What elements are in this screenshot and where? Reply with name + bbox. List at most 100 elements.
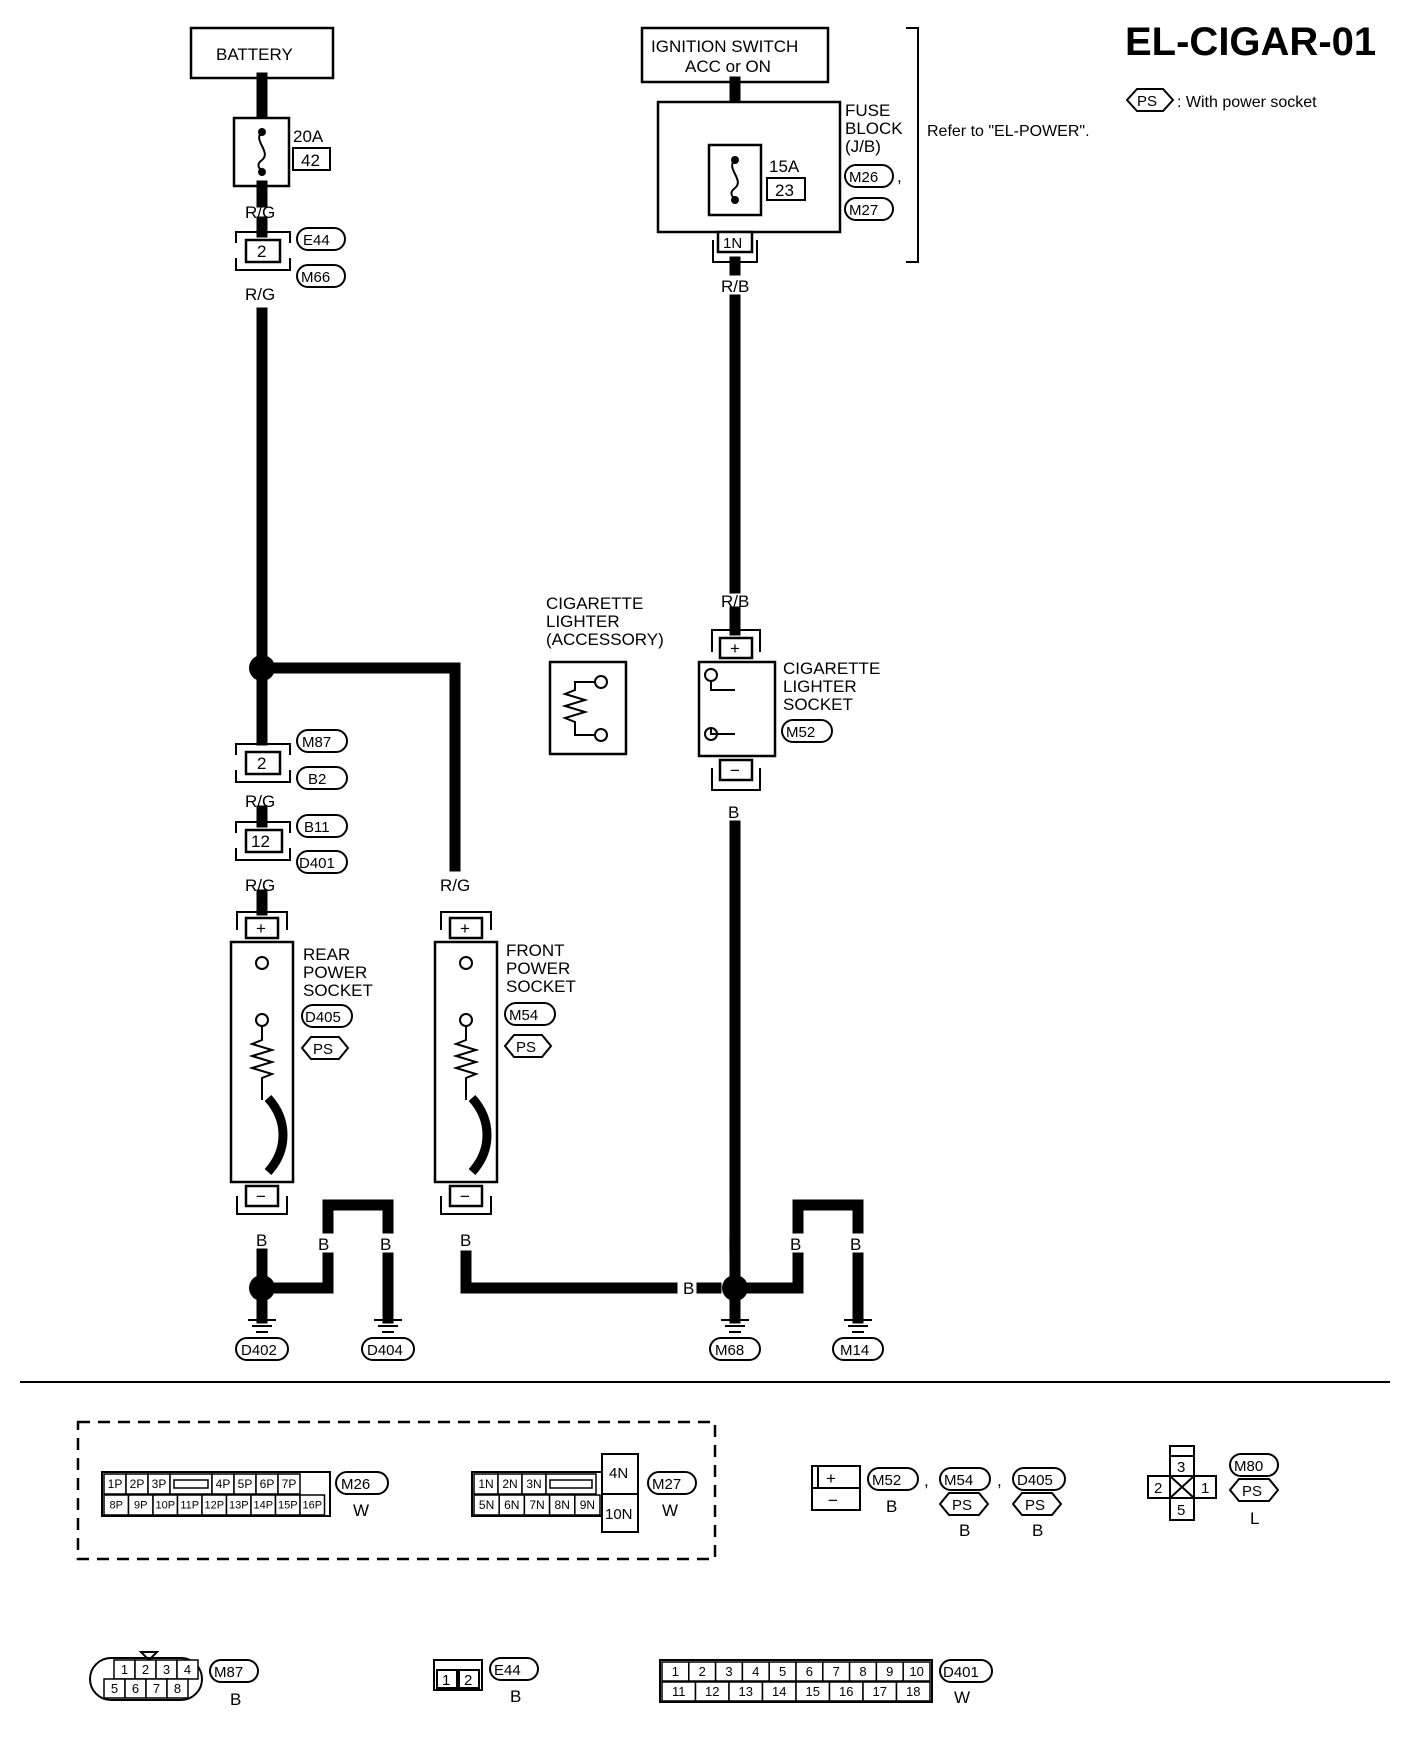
- rear-label-2: POWER: [303, 963, 367, 982]
- lighter-acc-label-1: CIGARETTE: [546, 594, 643, 613]
- wire-label: R/G: [245, 876, 275, 895]
- m87-color: B: [230, 1690, 241, 1709]
- m26-pin: 5P: [238, 1477, 253, 1491]
- fuse-block-label-1: FUSE: [845, 101, 890, 120]
- m26-pin: 8P: [110, 1500, 123, 1512]
- m80-pin: 5: [1177, 1502, 1185, 1519]
- d401-pin: 9: [886, 1664, 893, 1679]
- m87-pin: 6: [132, 1681, 139, 1696]
- ground-m68: M68: [715, 1342, 744, 1359]
- d401-pin: 3: [725, 1664, 732, 1679]
- m80-label: M80: [1234, 1458, 1263, 1475]
- m27-pin: 2N: [502, 1477, 517, 1491]
- minus-terminal: −: [730, 761, 740, 780]
- fuse-block-terminal: 1N: [723, 235, 742, 252]
- m87-pin: 5: [111, 1681, 118, 1696]
- connector-b2: B2: [308, 771, 326, 788]
- socket-m52-color: B: [886, 1497, 897, 1516]
- fuse-block-label-3: (J/B): [845, 137, 881, 156]
- ground-d402: D402: [241, 1342, 277, 1359]
- wire-label: R/B: [721, 277, 749, 296]
- m27-color: W: [662, 1501, 678, 1520]
- connector-d401: D401: [299, 855, 335, 872]
- ps-symbol: PS: [313, 1041, 333, 1058]
- fuse-20a-num: 42: [301, 151, 320, 170]
- connector-m27: M27: [849, 202, 878, 219]
- wire-label: B: [460, 1231, 471, 1250]
- lighter-socket-label-3: SOCKET: [783, 695, 853, 714]
- socket-minus: −: [828, 1491, 838, 1510]
- front-power-socket: + − FRONT POWER SOCKET M54 PS: [433, 911, 576, 1215]
- battery-label: BATTERY: [216, 45, 293, 64]
- m26-pin: 13P: [229, 1500, 249, 1512]
- connector-e44-m66: 2 E44 M66: [235, 227, 346, 288]
- wire-label: R/B: [721, 592, 749, 611]
- e44-label: E44: [494, 1662, 521, 1679]
- fuse-block: 15A 23 1N FUSE BLOCK (J/B) M26 , M27 Ref…: [656, 27, 1090, 263]
- m26-pin: 14P: [253, 1500, 273, 1512]
- m27-pin: 6N: [504, 1498, 519, 1512]
- cigarette-lighter-socket: + − CIGARETTE LIGHTER SOCKET M52: [697, 629, 880, 791]
- front-label-3: SOCKET: [506, 977, 576, 996]
- wire-label: R/G: [245, 792, 275, 811]
- connector-m26: M26: [849, 169, 878, 186]
- connector-d405: D405: [305, 1009, 341, 1026]
- d401-pin: 6: [806, 1664, 813, 1679]
- d401-pin: 15: [806, 1684, 820, 1699]
- m26-pin: 7P: [282, 1477, 297, 1491]
- plus-terminal: +: [256, 919, 266, 938]
- d401-pin: 12: [705, 1684, 719, 1699]
- lighter-acc-label-2: LIGHTER: [546, 612, 620, 631]
- m26-color: W: [353, 1501, 369, 1520]
- wire-label: B: [256, 1231, 267, 1250]
- d401-label: D401: [943, 1664, 979, 1681]
- wire-label: B: [683, 1279, 694, 1298]
- m87-pin: 7: [153, 1681, 160, 1696]
- ps-symbol: PS: [516, 1039, 536, 1056]
- ground-d404: D404: [367, 1342, 403, 1359]
- m87-label: M87: [214, 1664, 243, 1681]
- wire-label: R/G: [245, 285, 275, 304]
- m80-color: L: [1250, 1509, 1259, 1528]
- wire-label: B: [850, 1235, 861, 1254]
- connector-e44: E44: [303, 232, 330, 249]
- socket-m54: M54: [944, 1472, 973, 1489]
- ground-m14: M14: [840, 1342, 869, 1359]
- m27-pin: 1N: [478, 1477, 493, 1491]
- m87-pin: 3: [163, 1662, 170, 1677]
- d401-pin: 7: [833, 1664, 840, 1679]
- wire-label: B: [318, 1235, 329, 1254]
- m26-pin: 4P: [216, 1477, 231, 1491]
- d401-pin: 14: [772, 1684, 786, 1699]
- d401-pin: 18: [906, 1684, 920, 1699]
- fuse-15a-amp: 15A: [769, 157, 800, 176]
- fuse-block-connectors-frame: [76, 1420, 717, 1561]
- connector-m87: M87: [302, 734, 331, 751]
- e44-color: B: [510, 1687, 521, 1706]
- d401-pin: 2: [699, 1664, 706, 1679]
- ignition-label-1: IGNITION SWITCH: [651, 37, 798, 56]
- svg-text:,: ,: [924, 1471, 929, 1490]
- d401-pin: 10: [909, 1664, 923, 1679]
- connector-view-m80: 3 2 1 5 M80 PS L: [1147, 1445, 1280, 1528]
- m27-pin: 4N: [609, 1465, 628, 1482]
- m27-pin: 3N: [526, 1477, 541, 1491]
- connector-m66: M66: [301, 269, 330, 286]
- m26-label: M26: [341, 1476, 370, 1493]
- wire-label: B: [380, 1235, 391, 1254]
- ignition-label-2: ACC or ON: [685, 57, 771, 76]
- plus-terminal: +: [730, 639, 740, 658]
- m80-pin: 2: [1154, 1480, 1162, 1497]
- fuse-15a-num: 23: [775, 181, 794, 200]
- ps-symbol: PS: [1025, 1497, 1045, 1514]
- ground-symbols: D402 D404 M68 M14: [235, 1294, 884, 1361]
- pin-label: 2: [257, 242, 266, 261]
- m26-pin: 15P: [278, 1500, 298, 1512]
- socket-m52: M52: [872, 1472, 901, 1489]
- m26-pin: 2P: [130, 1477, 145, 1491]
- connector-b11: B11: [304, 819, 330, 836]
